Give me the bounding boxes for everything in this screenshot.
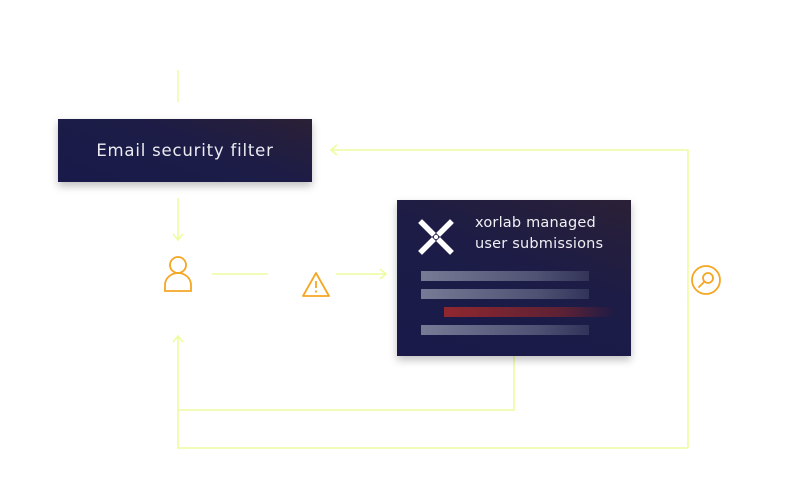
card-title: xorlab managed user submissions — [475, 213, 603, 255]
warning-to-card-arrowhead — [379, 268, 388, 280]
feedback-to-filter-line — [332, 149, 689, 300]
feedback-to-filter-arrowhead — [329, 144, 338, 156]
xorlab-submissions-card: xorlab managed user submissions — [397, 200, 631, 356]
flagged-submission-row — [444, 307, 614, 317]
loop-to-user-arrowhead — [172, 334, 184, 343]
card-title-line1: xorlab managed — [475, 215, 596, 231]
search-icon — [691, 265, 721, 295]
email-security-filter-box: Email security filter — [58, 119, 312, 182]
xorlab-x-logo-icon — [418, 219, 454, 255]
email-security-filter-label: Email security filter — [96, 141, 274, 160]
card-title-line2: user submissions — [475, 236, 604, 252]
user-icon — [164, 256, 192, 292]
card-to-user-loop-line — [178, 356, 515, 411]
warning-icon — [302, 272, 330, 297]
submission-row — [421, 289, 589, 299]
outer-loop-line — [177, 337, 688, 449]
filter-to-user-arrowhead — [172, 233, 184, 242]
submission-row — [421, 325, 589, 335]
submission-row — [421, 271, 589, 281]
